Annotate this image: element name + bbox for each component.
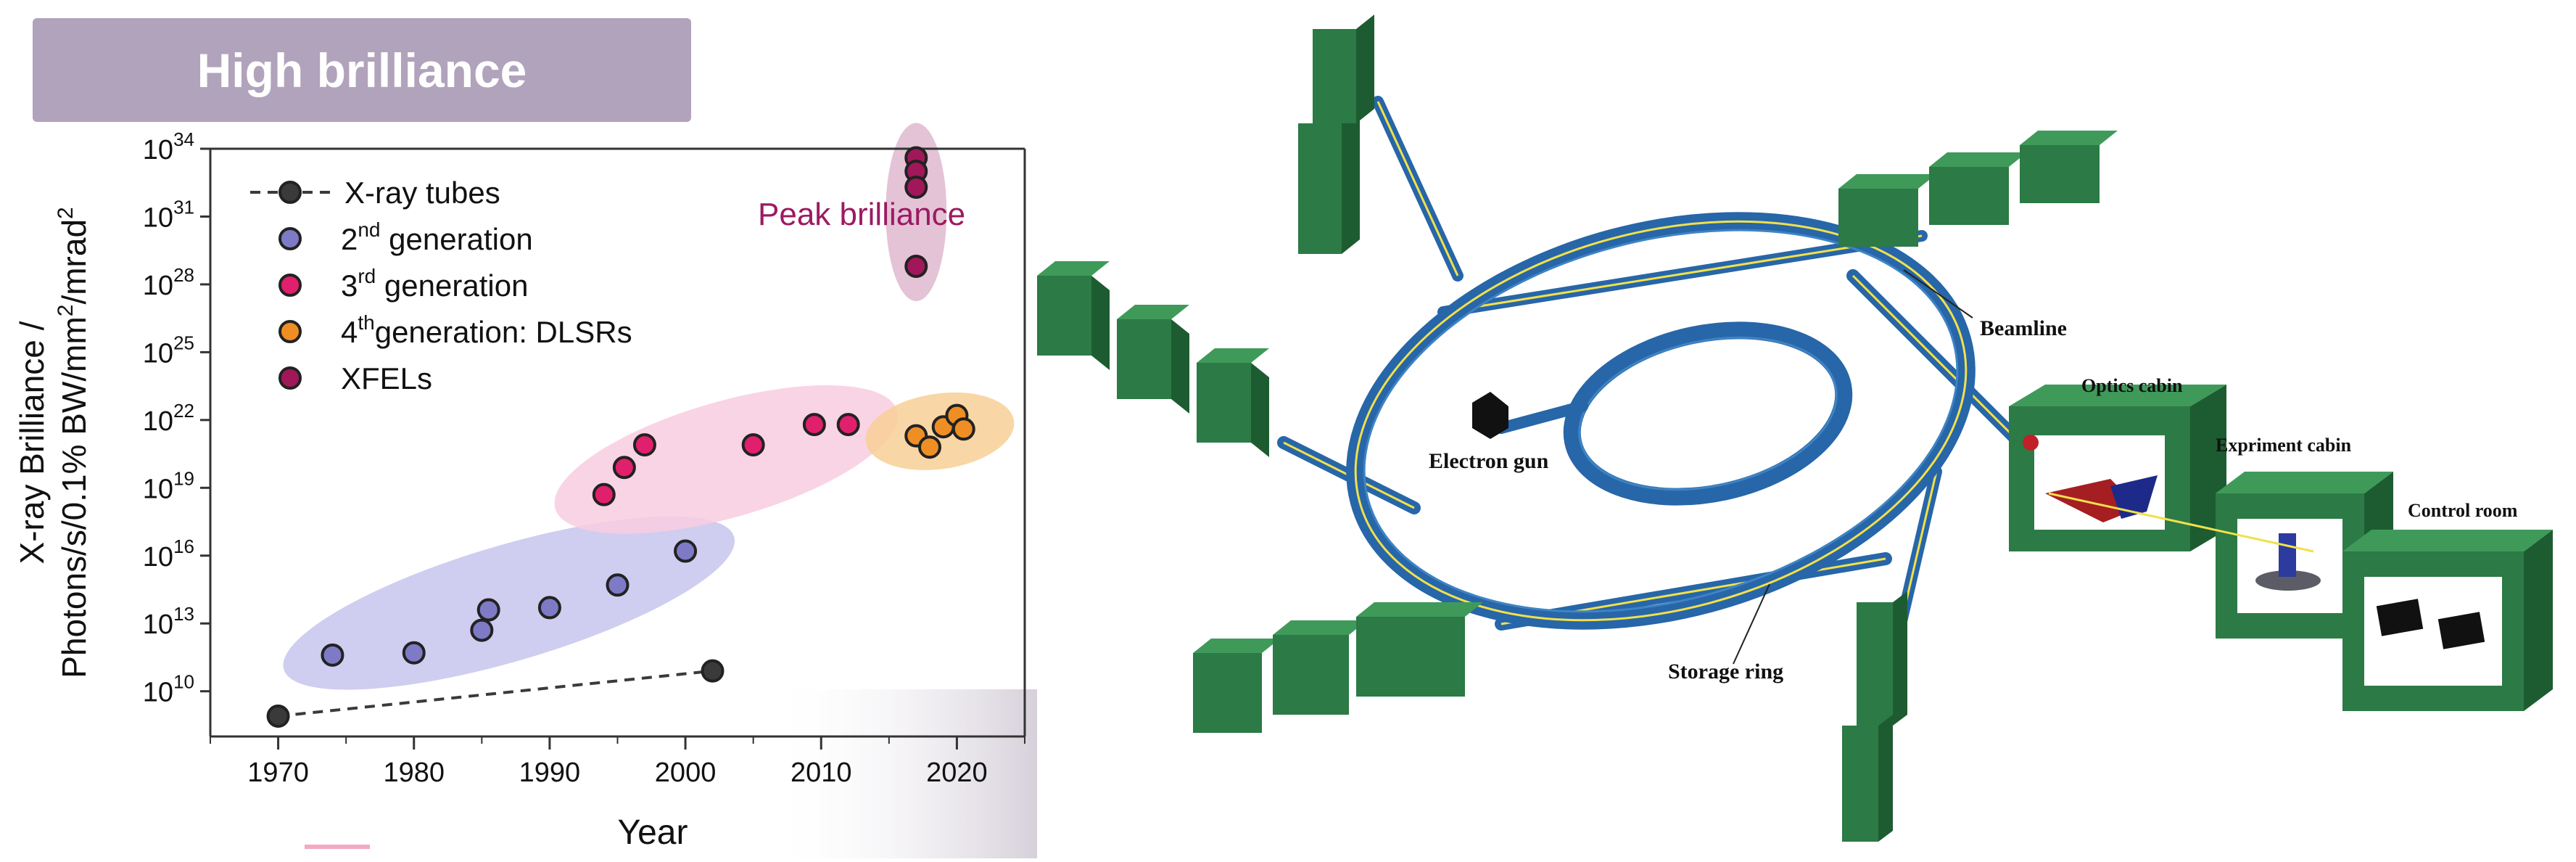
cabin-stack-top-right — [1838, 131, 2118, 247]
y-label-part-1: Photons/s/0.1% BW/mm — [55, 316, 93, 678]
legend-label-xfel: XFELs — [341, 361, 432, 395]
legend-marker-xfel — [278, 366, 302, 390]
legend-marker-xray — [278, 181, 302, 204]
beamline-top-right-beam — [1442, 234, 1923, 313]
x-tick-label: 1990 — [519, 758, 581, 788]
cabin-stack-bottom — [1842, 591, 1907, 842]
y-tick-label: 1022 — [143, 400, 194, 437]
monitor-2 — [2437, 612, 2485, 649]
cabin-stack-upper — [1298, 15, 1374, 254]
point-gen3 — [741, 433, 765, 457]
booster-ring-edge — [1578, 336, 1838, 491]
linac — [1495, 401, 1588, 434]
storage-ring-pointer — [1733, 583, 1770, 665]
legend-label-gen2: 2nd generation — [341, 218, 533, 256]
point-gen4 — [951, 417, 975, 441]
sample-stage — [2255, 570, 2321, 591]
y-tick-label: 1013 — [143, 603, 194, 640]
y-tick-label: 1019 — [143, 467, 194, 504]
beamline-main-beam — [1852, 274, 2028, 451]
y-axis-label-line1: X-ray Brilliance / — [13, 321, 51, 564]
electron-gun-block — [1472, 392, 1508, 439]
y-axis-label-line2: Photons/s/0.1% BW/mm2/mrad2 — [54, 207, 93, 678]
point-gen3 — [802, 413, 826, 437]
y-tick-label: 1028 — [143, 264, 194, 301]
point-gen3 — [592, 483, 616, 506]
experiment-cabin-label: Expriment cabin — [2216, 435, 2352, 456]
point-gen2 — [321, 643, 344, 667]
bottom-shade — [769, 689, 1037, 858]
optics-cabin-label: Optics cabin — [2081, 375, 2183, 396]
diagram-labels: Beamline Optics cabin Expriment cabin Co… — [1429, 269, 2518, 684]
point-gen3 — [836, 413, 860, 437]
point-gen4 — [917, 435, 941, 459]
y-label-sup-2: 2 — [54, 207, 78, 219]
cabin-stack-bottom-left — [1193, 602, 1483, 733]
x-tick-label: 1980 — [383, 758, 445, 788]
experiment-cabin — [2216, 472, 2393, 639]
beamline-upper-beam — [1376, 101, 1459, 276]
y-label-sup-1: 2 — [54, 305, 78, 317]
legend-label-gen3: 3rd generation — [341, 265, 528, 303]
control-room — [2342, 530, 2553, 711]
storage-ring-beam — [1354, 220, 1968, 622]
y-tick-label: 1016 — [143, 535, 194, 572]
brilliance-chart: 1970 1980 1990 2000 2010 2020 1010 1013 1016 1019… — [13, 123, 1037, 858]
y-tick-label: 1025 — [143, 332, 194, 369]
y-tick-label: 1010 — [143, 671, 194, 708]
brilliance-panel: High brilliance 1970 1980 1990 2000 2010 2020… — [0, 0, 1037, 858]
xray-trend-line — [278, 669, 713, 718]
point-xfel — [904, 255, 928, 278]
cabin-stack-left — [1037, 261, 1269, 457]
storage-ring-group — [1346, 212, 1976, 630]
beam-path-cabins — [2048, 492, 2314, 553]
control-room-label: Control room — [2408, 500, 2518, 521]
title-banner: High brilliance — [33, 18, 691, 122]
legend-marker-gen3 — [278, 274, 302, 297]
point-gen2 — [476, 598, 500, 622]
x-axis-label: Year — [618, 813, 688, 852]
point-xfel — [904, 175, 928, 199]
x-tick-label: 2020 — [926, 758, 988, 788]
point-xray — [701, 659, 724, 683]
beamline-pointer — [1903, 269, 1973, 319]
legend-marker-gen4 — [278, 320, 302, 343]
peak-brilliance-annotation: Peak brilliance — [758, 197, 965, 232]
cabins — [1037, 15, 2553, 842]
region-gen2 — [283, 516, 735, 690]
legend: X-ray tubes 2nd generation 3rd generation 4… — [250, 176, 632, 395]
point-gen2 — [606, 573, 629, 597]
booster-ring — [1563, 321, 1853, 506]
point-gen3 — [632, 433, 656, 457]
monitor-1 — [2376, 599, 2424, 636]
legend-marker-gen2 — [278, 227, 302, 250]
optics-cabin — [2009, 385, 2226, 551]
x-tick-label: 2010 — [790, 758, 852, 788]
storage-ring-inner-edge — [1363, 229, 1959, 613]
synchrotron-diagram-panel: Beamline Optics cabin Expriment cabin Co… — [1037, 0, 2576, 858]
front-end-marker — [2023, 435, 2039, 451]
region-xfel — [886, 123, 947, 301]
y-tick-label: 1034 — [143, 128, 194, 165]
legend-label-gen4: 4thgeneration: DLSRs — [341, 311, 632, 349]
y-tick-label: 1031 — [143, 196, 194, 233]
beamline-label: Beamline — [1980, 316, 2067, 340]
x-tick-label: 2000 — [655, 758, 717, 788]
point-xray — [266, 704, 290, 728]
x-tick-label: 1970 — [247, 758, 309, 788]
point-gen2 — [674, 539, 698, 563]
electron-gun-label: Electron gun — [1429, 449, 1549, 473]
synchrotron-facility-diagram: Beamline Optics cabin Expriment cabin Co… — [1037, 15, 2553, 842]
point-gen2 — [402, 641, 426, 665]
y-label-part-2: /mrad — [55, 219, 93, 305]
data-series — [266, 146, 975, 728]
point-gen3 — [612, 456, 636, 480]
legend-label-xray: X-ray tubes — [344, 176, 500, 210]
storage-ring-label: Storage ring — [1668, 660, 1783, 684]
point-gen2 — [470, 618, 494, 642]
pink-mark — [305, 845, 370, 849]
axis-ticks: 1970 1980 1990 2000 2010 2020 1010 1013 1016 1019… — [143, 128, 1025, 788]
beamlines — [1277, 96, 2034, 789]
point-gen2 — [537, 596, 561, 620]
